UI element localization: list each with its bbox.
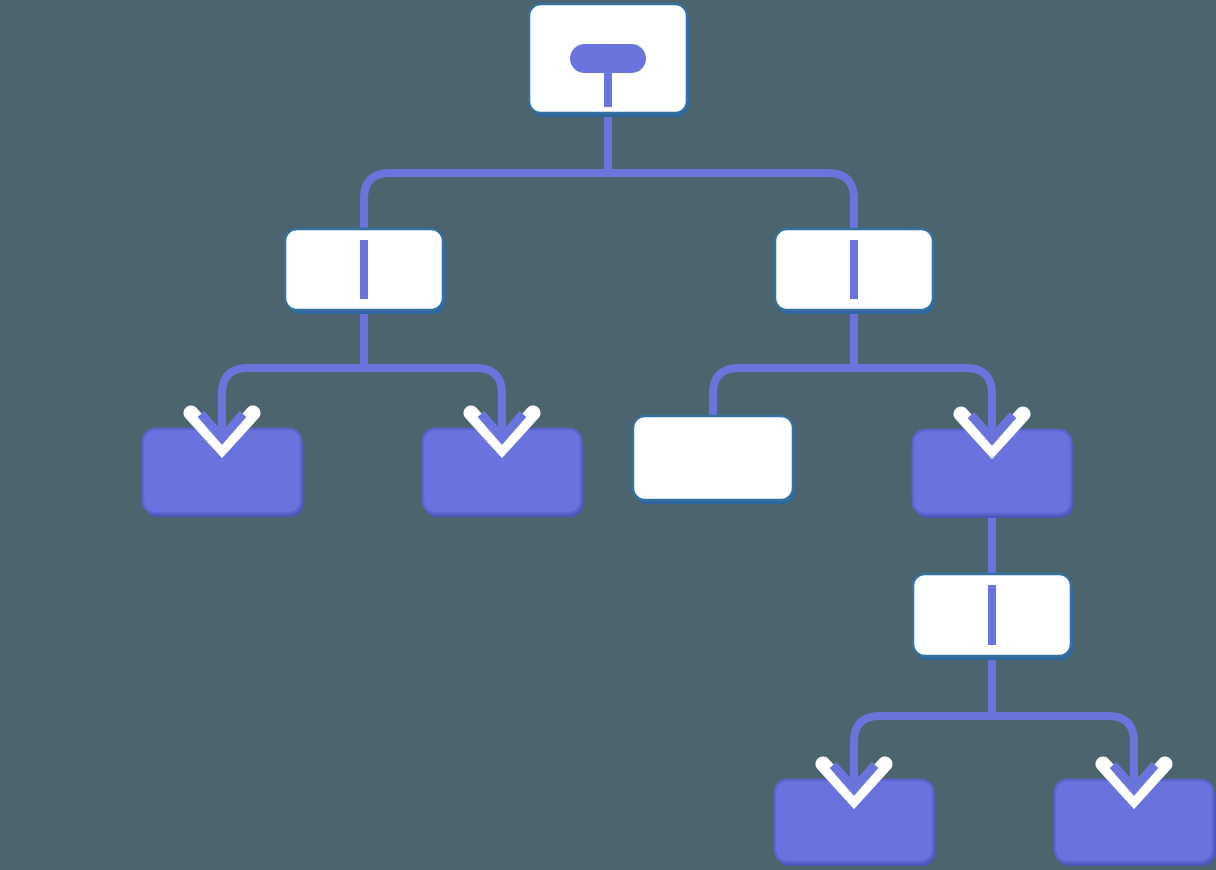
pill-icon xyxy=(570,44,646,107)
chevron-down-icon xyxy=(1095,742,1173,810)
chevron-badge xyxy=(953,406,1031,460)
tree-node-left-leaf-2[interactable] xyxy=(421,427,583,517)
chevron-badge xyxy=(183,405,261,459)
chevron-down-icon xyxy=(183,391,261,459)
chevron-badge xyxy=(815,756,893,810)
tree-link xyxy=(850,712,992,790)
arrowhead xyxy=(197,411,247,445)
tree-link xyxy=(709,364,854,418)
chevron-badge xyxy=(1095,756,1173,810)
node-body[interactable] xyxy=(631,414,795,502)
tree-node-right-child-plain[interactable] xyxy=(631,414,795,504)
tree-links xyxy=(218,111,1138,790)
tree-node-left-leaf-1[interactable] xyxy=(141,427,303,517)
arrowhead xyxy=(967,412,1017,446)
arrowhead xyxy=(1109,762,1159,796)
arrowhead xyxy=(829,762,879,796)
chevron-down-icon xyxy=(463,391,541,459)
tree-link xyxy=(992,712,1138,790)
arrowhead xyxy=(477,411,527,445)
chevron-down-icon xyxy=(815,742,893,810)
chevron-down-icon xyxy=(953,392,1031,460)
tree-link xyxy=(360,169,608,231)
pill-shape xyxy=(570,44,646,73)
tree-node-sub-leaf-2[interactable] xyxy=(1053,778,1215,866)
tree-link xyxy=(608,169,858,231)
chevron-badge xyxy=(463,405,541,459)
tree-node-sub-leaf-1[interactable] xyxy=(773,778,935,866)
tree-node-right-child-target[interactable] xyxy=(911,428,1073,518)
